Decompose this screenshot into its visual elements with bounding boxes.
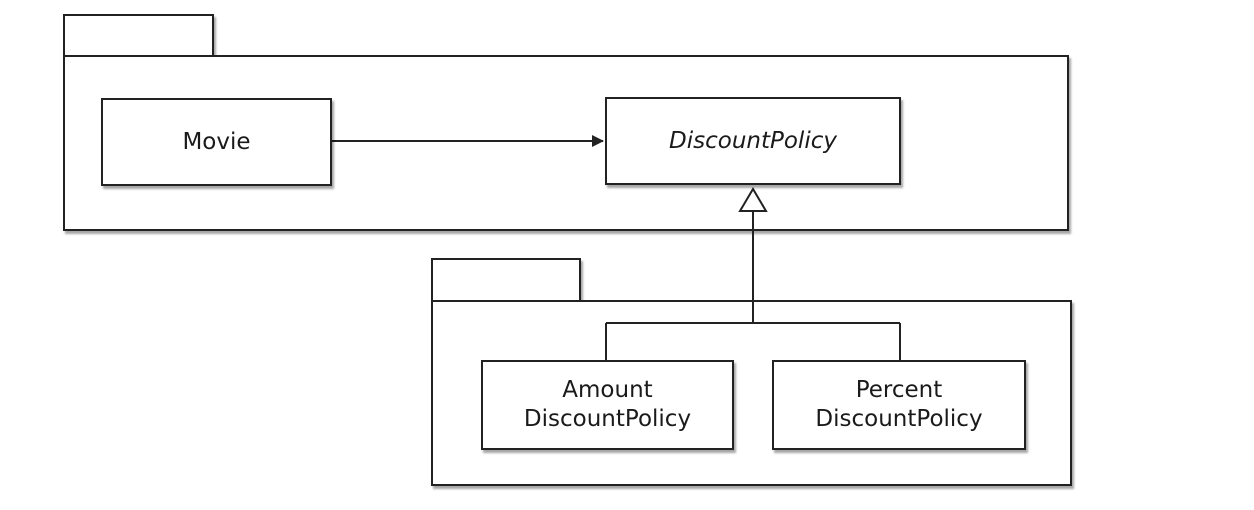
class-discount-policy-label: DiscountPolicy: [669, 127, 837, 154]
class-discount-policy: DiscountPolicy: [605, 97, 901, 185]
class-amount-discount-policy: Amount DiscountPolicy: [481, 360, 734, 450]
class-percent-discount-policy-label: Percent DiscountPolicy: [815, 377, 983, 432]
class-movie: Movie: [101, 98, 332, 186]
inheritance-triangle-icon: [738, 187, 768, 212]
class-amount-discount-policy-label: Amount DiscountPolicy: [523, 377, 692, 432]
class-movie-label: Movie: [182, 128, 251, 155]
class-percent-discount-policy: Percent DiscountPolicy: [772, 360, 1026, 450]
